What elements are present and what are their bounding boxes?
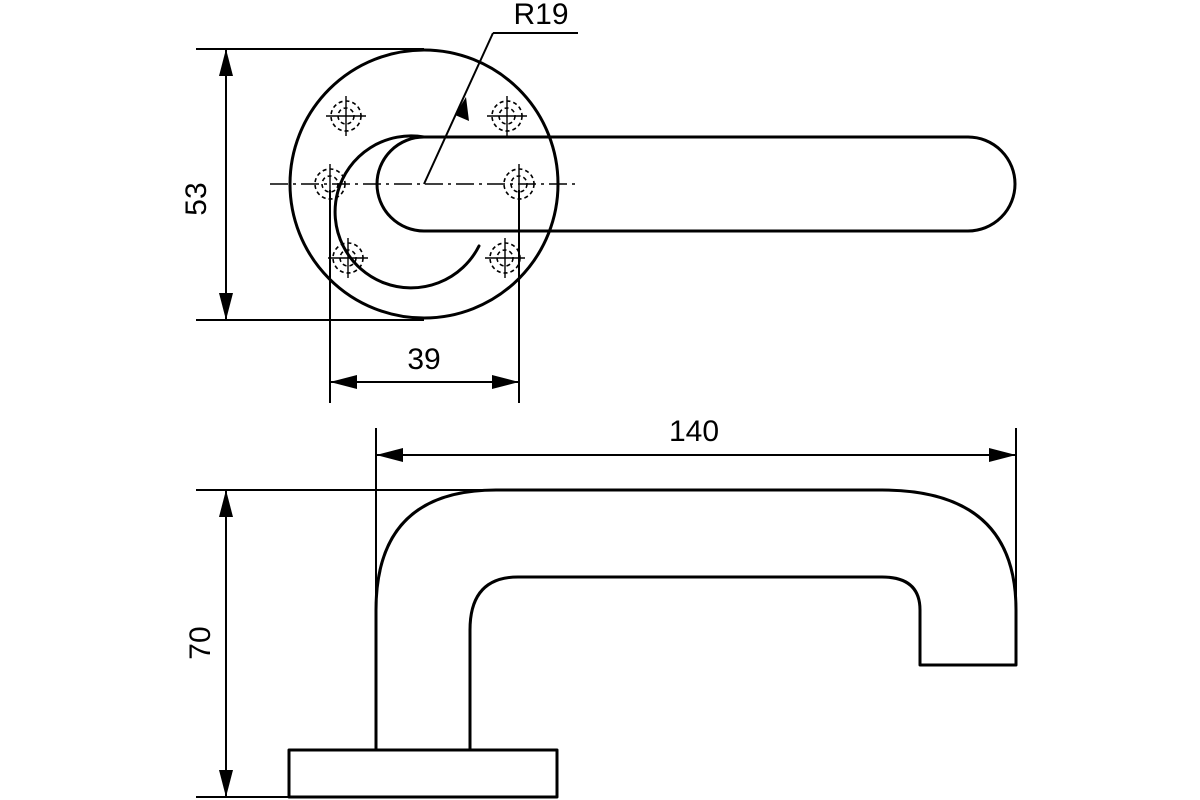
dimension-rosette-diameter: 53 bbox=[180, 48, 424, 321]
dimension-label-70: 70 bbox=[184, 626, 217, 659]
side-view: 140 70 bbox=[184, 415, 1018, 799]
dimension-label-39: 39 bbox=[407, 343, 440, 376]
base-plate bbox=[287, 748, 559, 799]
dimension-label-r19: R19 bbox=[513, 0, 568, 31]
mounting-hole-bottom-left bbox=[328, 238, 368, 278]
top-view: 53 39 R19 bbox=[180, 0, 1017, 403]
dimension-lever-length: 140 bbox=[375, 415, 1017, 750]
lever-outline bbox=[333, 134, 1017, 290]
dimension-hole-spacing: 39 bbox=[329, 190, 520, 403]
dimension-label-140: 140 bbox=[669, 415, 719, 448]
mounting-hole-top-right bbox=[487, 96, 527, 136]
mounting-holes bbox=[314, 96, 535, 278]
dimension-neck-radius: R19 bbox=[423, 0, 578, 185]
mounting-hole-top-left bbox=[326, 96, 366, 136]
dimension-label-53: 53 bbox=[180, 182, 213, 215]
dimension-lever-height: 70 bbox=[184, 489, 496, 798]
lever-side-profile bbox=[374, 488, 1018, 752]
